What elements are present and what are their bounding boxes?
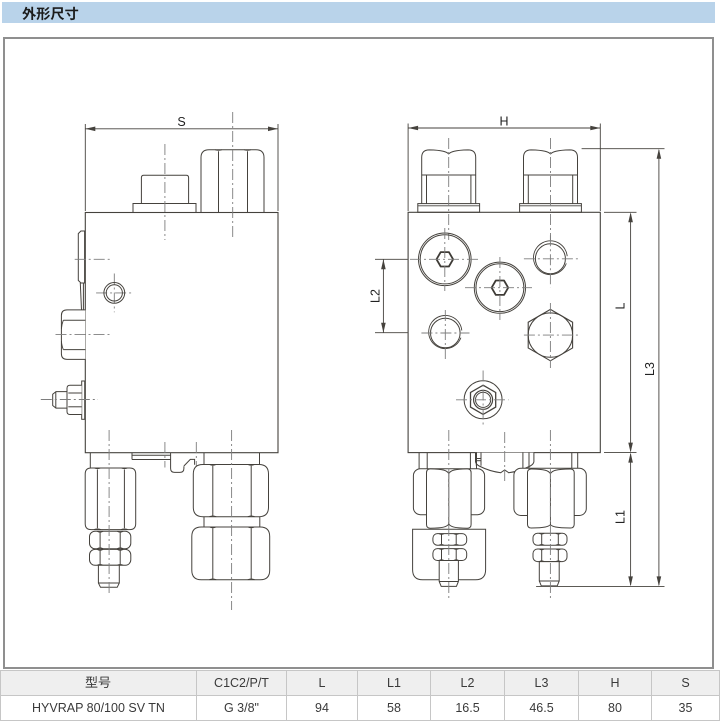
svg-text:L3: L3 [643,362,657,376]
svg-text:L1: L1 [614,510,628,524]
svg-text:L: L [614,302,628,309]
svg-text:S: S [177,115,185,129]
svg-text:L2: L2 [369,289,383,303]
svg-text:H: H [499,115,508,129]
